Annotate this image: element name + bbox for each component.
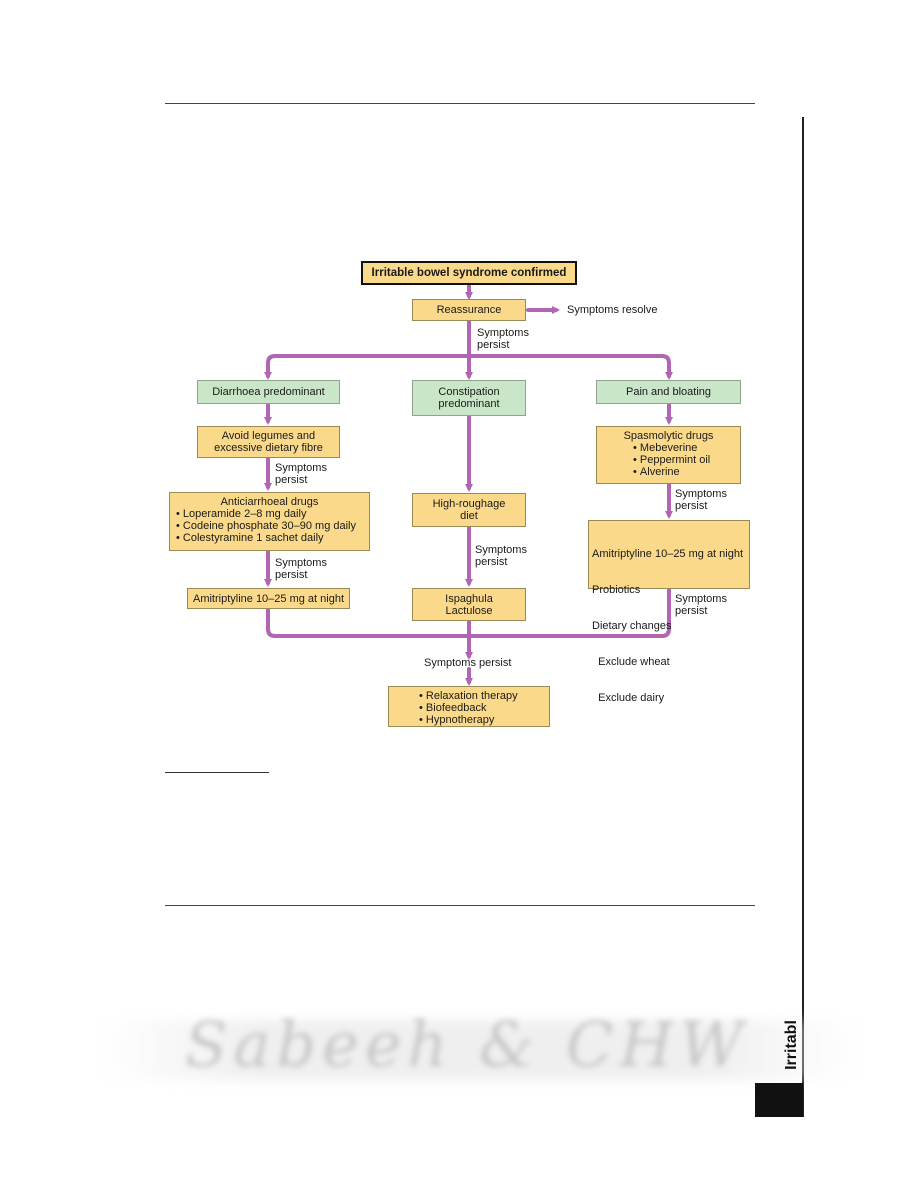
- box-spasmolytic-title: Spasmolytic drugs: [623, 430, 714, 442]
- header-rule: [165, 103, 755, 104]
- antidiarrhoeal-item: Codeine phosphate 30–90 mg daily: [176, 520, 363, 532]
- antidiarrhoeal-item: Colestyramine 1 sachet daily: [176, 532, 363, 544]
- box-amitriptyline-diarrhoea: Amitriptyline 10–25 mg at night: [187, 588, 350, 609]
- pain-step2-line: Exclude wheat: [592, 656, 670, 668]
- spasmolytic-list: Mebeverine Peppermint oil Alverine: [597, 442, 740, 478]
- final-therapies-list: Relaxation therapy Biofeedback Hypnother…: [419, 690, 549, 726]
- final-therapy-item: Relaxation therapy: [419, 690, 549, 702]
- label-persist-pain-2: Symptoms persist: [675, 593, 727, 617]
- watermark-band: [100, 1020, 860, 1080]
- side-tab: Irritabl: [772, 1010, 812, 1080]
- box-pain-bloating-text: Pain and bloating: [625, 386, 711, 398]
- pain-step2-line: Dietary changes: [592, 620, 672, 632]
- pain-step2-line: Exclude dairy: [592, 692, 665, 704]
- spasmolytic-item: Peppermint oil: [633, 454, 740, 466]
- label-persist-diarrhoea-1: Symptoms persist: [275, 462, 327, 486]
- final-therapy-item: Hypnotherapy: [419, 714, 549, 726]
- box-ibs-confirmed-text: Irritable bowel syndrome confirmed: [371, 267, 567, 279]
- label-persist-pain-1: Symptoms persist: [675, 488, 727, 512]
- spasmolytic-item: Mebeverine: [633, 442, 740, 454]
- box-final-therapies: Relaxation therapy Biofeedback Hypnother…: [388, 686, 550, 727]
- box-diarrhoea-predominant-text: Diarrhoea predominant: [212, 386, 325, 398]
- box-ispaghula-lactulose: Ispaghula Lactulose: [412, 588, 526, 621]
- box-diarrhoea-predominant: Diarrhoea predominant: [197, 380, 340, 404]
- box-avoid-legumes-text: Avoid legumes and excessive dietary fibr…: [214, 430, 323, 454]
- box-constipation-predominant-text: Constipation predominant: [438, 386, 500, 410]
- box-ispaghula-lactulose-text: Ispaghula Lactulose: [445, 592, 493, 617]
- box-amitriptyline-diarrhoea-text: Amitriptyline 10–25 mg at night: [192, 592, 345, 605]
- box-amitriptyline-pain: Amitriptyline 10–25 mg at night Probioti…: [588, 520, 750, 704]
- page-corner-block: [755, 1083, 803, 1117]
- pain-step2-line: Amitriptyline 10–25 mg at night: [592, 548, 744, 560]
- short-rule: [165, 772, 269, 773]
- box-avoid-legumes: Avoid legumes and excessive dietary fibr…: [197, 426, 340, 458]
- box-reassurance-text: Reassurance: [436, 304, 502, 316]
- label-persist-top: Symptoms persist: [477, 327, 529, 351]
- box-pain-bloating: Pain and bloating: [596, 380, 741, 404]
- spasmolytic-item: Alverine: [633, 466, 740, 478]
- box-constipation-predominant: Constipation predominant: [412, 380, 526, 416]
- side-tab-text: Irritabl: [783, 1020, 801, 1070]
- box-high-roughage: High-roughage diet: [412, 493, 526, 527]
- box-antidiarrhoeal-drugs: Anticiarrhoeal drugs Loperamide 2–8 mg d…: [169, 492, 370, 551]
- box-high-roughage-text: High-roughage diet: [432, 498, 506, 522]
- box-spasmolytic-drugs: Spasmolytic drugs Mebeverine Peppermint …: [596, 426, 741, 484]
- label-persist-diarrhoea-2: Symptoms persist: [275, 557, 327, 581]
- label-symptoms-persist-final: Symptoms persist: [424, 657, 512, 669]
- antidiarrhoeal-item: Loperamide 2–8 mg daily: [176, 508, 363, 520]
- box-ibs-confirmed: Irritable bowel syndrome confirmed: [361, 261, 577, 285]
- box-reassurance: Reassurance: [412, 299, 526, 321]
- final-therapy-item: Biofeedback: [419, 702, 549, 714]
- footer-rule: [165, 905, 755, 906]
- label-symptoms-resolve: Symptoms resolve: [567, 304, 658, 316]
- box-antidiarrhoeal-title: Anticiarrhoeal drugs: [220, 496, 319, 508]
- pain-step2-line: Probiotics: [592, 584, 641, 596]
- antidiarrhoeal-list: Loperamide 2–8 mg daily Codeine phosphat…: [176, 508, 363, 544]
- side-margin-rule: [802, 117, 804, 1117]
- watermark: Sabeeh & CHW: [185, 1008, 750, 1081]
- label-persist-constipation: Symptoms persist: [475, 544, 527, 568]
